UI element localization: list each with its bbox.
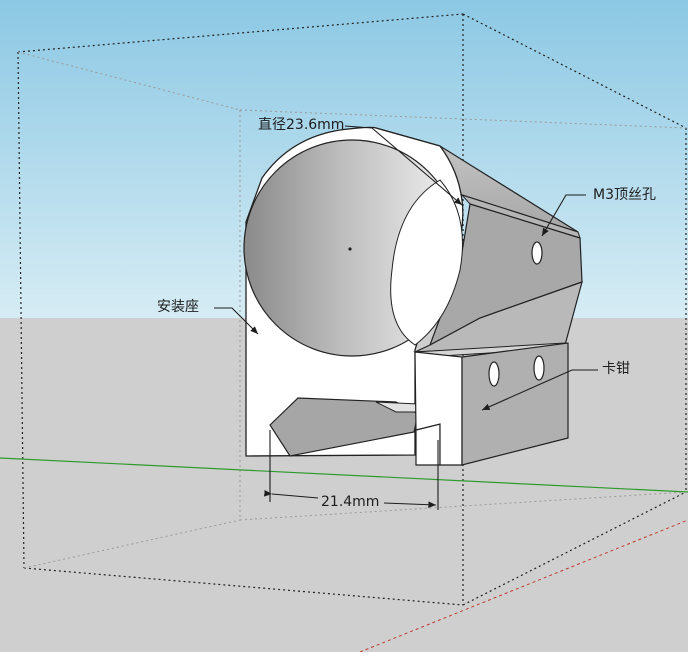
mount-lower-face xyxy=(414,281,583,353)
bore-center-mark xyxy=(348,247,352,251)
diameter-leader xyxy=(344,125,463,206)
screw-hole-leader xyxy=(541,194,586,237)
clamp-hole-left xyxy=(488,361,500,387)
bore-far-opening xyxy=(390,179,463,346)
mount-base-label: 安装座 xyxy=(157,299,199,315)
green-axis xyxy=(0,457,688,493)
mount-base-leader xyxy=(214,307,259,335)
m3-screw-hole xyxy=(531,241,543,265)
width-dimension xyxy=(264,430,439,510)
screw-hole-label: M3顶丝孔 xyxy=(593,187,656,203)
width-dimension-label: 21.4mm xyxy=(321,494,380,510)
red-axis xyxy=(359,519,688,653)
clamp-label: 卡钳 xyxy=(602,361,630,377)
bounding-box-hidden-edges xyxy=(17,51,687,569)
leader-lines xyxy=(214,125,598,411)
clamp-leader xyxy=(481,369,598,411)
slot-right-notch xyxy=(415,423,441,466)
diameter-label: 直径23.6mm xyxy=(258,117,345,133)
clamp-hole-right xyxy=(533,355,545,381)
